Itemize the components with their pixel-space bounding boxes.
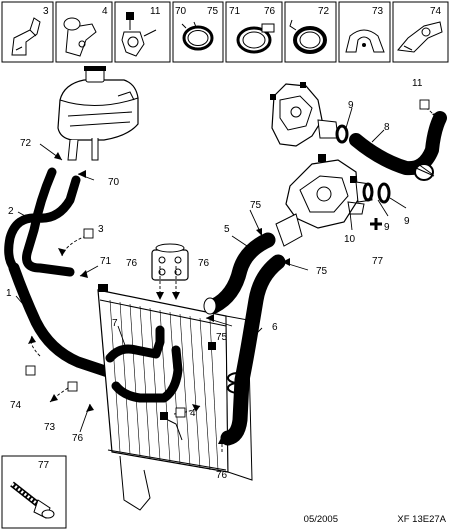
callout-6: 6 (272, 322, 278, 333)
legend-tile-70-75[interactable]: 70 75 (172, 1, 224, 63)
legend-ref-74: 74 (430, 6, 442, 17)
callout-75-lower: 75 (216, 332, 228, 343)
hose-8[interactable] (349, 111, 447, 181)
legend-ref-3: 3 (43, 6, 49, 17)
o-ring-9b[interactable] (362, 182, 374, 202)
temperature-sensor-icon (121, 12, 157, 57)
expansion-tank[interactable] (57, 66, 139, 161)
oil-cooler[interactable] (151, 243, 189, 281)
hose-5[interactable] (203, 232, 276, 315)
callout-5: 5 (224, 224, 230, 235)
callout-9-middle: 9 (384, 222, 390, 233)
hose-2[interactable] (4, 167, 81, 277)
callout-11: 11 (412, 78, 423, 89)
callout-76-bottom: 76 (216, 470, 228, 481)
radiator[interactable] (97, 284, 253, 511)
legend-ref-70: 70 (175, 6, 187, 17)
callout-3: 3 (98, 224, 104, 235)
legend-ref-76: 76 (264, 6, 276, 17)
callout-75-right: 75 (316, 266, 328, 277)
hose-connector-icon (63, 17, 97, 57)
radiator-fins (109, 299, 219, 471)
spring-clamp-icon (181, 21, 214, 51)
callout-4: 4 (190, 408, 196, 419)
callout-77: 77 (372, 256, 384, 267)
drawing-footer: 05/2005 XF 13E27A (304, 514, 447, 525)
legend-tile-4[interactable]: 4 (55, 1, 113, 63)
legend-ref-72: 72 (318, 6, 330, 17)
band-clamp-icon (289, 19, 327, 54)
legend-tile-71-76[interactable]: 71 76 (225, 1, 283, 63)
legend-ref-75: 75 (207, 6, 219, 17)
drawing-date: 05/2005 (304, 514, 338, 525)
bolt-icon (10, 481, 55, 519)
worm-clamp-icon (236, 23, 275, 54)
bolt-inset[interactable]: 77 (1, 455, 67, 529)
clip-bracket-icon (11, 17, 41, 56)
legend-tile-11[interactable]: 11 (114, 1, 171, 63)
water-outlet-housing[interactable] (270, 82, 349, 147)
drawing-reference: XF 13E27A (397, 514, 446, 525)
callout-74: 74 (10, 400, 22, 411)
legend-tile-72[interactable]: 72 (284, 1, 337, 63)
callout-76-oil-cooler-right: 76 (198, 258, 210, 269)
callout-71: 71 (100, 256, 112, 267)
legend-tile-73[interactable]: 73 (338, 1, 391, 63)
callout-9-right: 9 (404, 216, 410, 227)
callout-73: 73 (44, 422, 56, 433)
callout-7: 7 (112, 318, 118, 329)
arrowheads (28, 112, 440, 444)
callout-9-top: 9 (348, 100, 354, 111)
legend-tile-74[interactable]: 74 (392, 1, 449, 63)
saddle-clip-icon (345, 29, 385, 53)
callout-squares (25, 99, 430, 418)
pipe-clip-icon (397, 21, 443, 53)
callout-72: 72 (20, 138, 32, 149)
o-ring-9a[interactable] (335, 124, 349, 144)
legend-tile-3[interactable]: 3 (1, 1, 54, 63)
legend-strip: 3 4 11 (1, 1, 449, 63)
legend-ref-71: 71 (229, 6, 241, 17)
thermostat-housing[interactable] (275, 154, 391, 247)
callout-2: 2 (8, 206, 14, 217)
callout-1: 1 (6, 288, 12, 299)
callout-8: 8 (384, 122, 390, 133)
inset-ref-77: 77 (38, 460, 50, 471)
o-ring-9c[interactable] (377, 182, 391, 204)
legend-ref-11: 11 (150, 6, 161, 17)
bolt-77[interactable] (370, 218, 382, 230)
legend-ref-73: 73 (372, 6, 384, 17)
callout-70: 70 (108, 177, 120, 188)
hose-6[interactable] (220, 254, 286, 446)
callout-76-oil-cooler-left: 76 (126, 258, 138, 269)
temperature-sensor-10[interactable] (347, 201, 365, 215)
callout-10: 10 (344, 234, 356, 245)
callout-76-bottom-left: 76 (72, 433, 84, 444)
callout-numbers: 72 70 2 3 71 1 74 73 76 76 76 76 7 4 75 … (6, 78, 423, 481)
hose-7[interactable] (105, 325, 183, 403)
legend-ref-4: 4 (102, 6, 108, 17)
callout-75-top: 75 (250, 200, 262, 211)
